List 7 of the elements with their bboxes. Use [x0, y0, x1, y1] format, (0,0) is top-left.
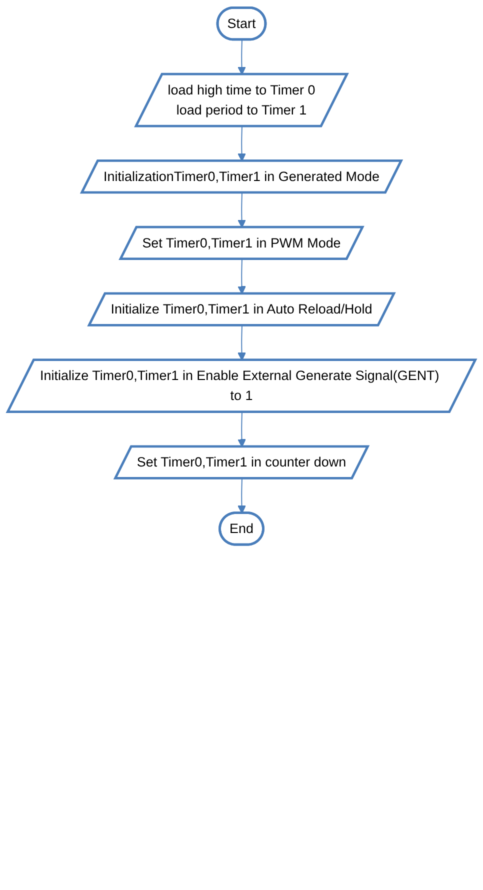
arrow [238, 126, 246, 162]
arrow [238, 258, 246, 294]
arrow [238, 412, 246, 448]
arrow [238, 325, 246, 361]
arrow [238, 478, 246, 514]
arrow [238, 192, 246, 228]
arrow [238, 39, 246, 75]
